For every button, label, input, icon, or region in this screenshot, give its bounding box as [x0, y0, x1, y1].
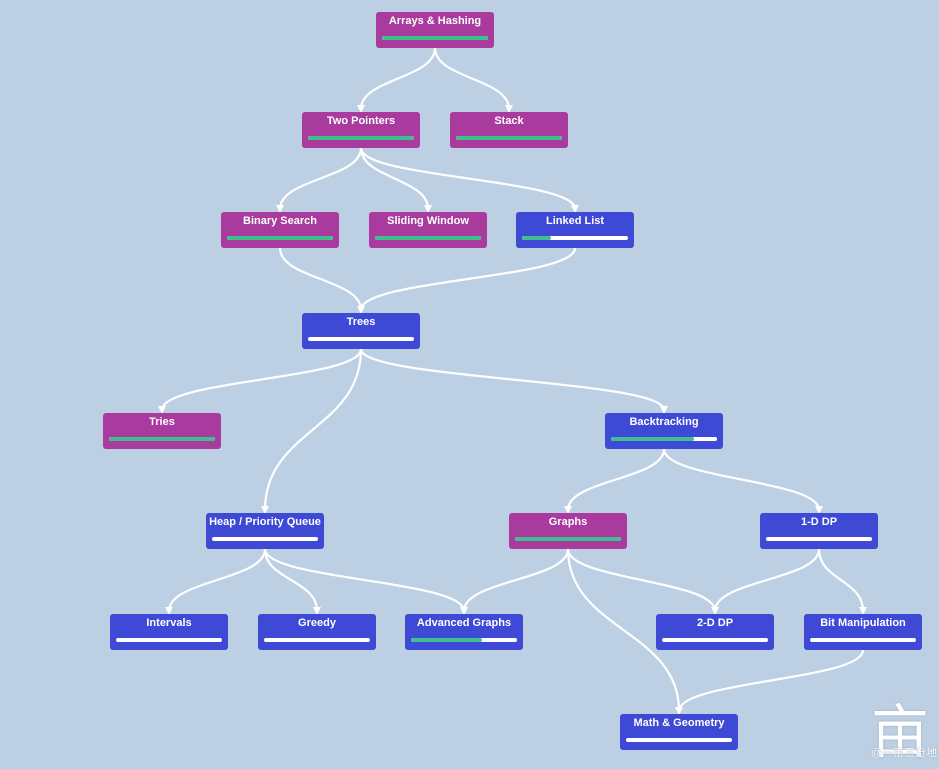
topic-node-sliding-window[interactable]: Sliding Window: [369, 212, 487, 248]
progress-bar: [308, 136, 414, 140]
topic-label: Arrays & Hashing: [388, 15, 482, 27]
edge-1d-dp-to-2d-dp: [711, 548, 821, 615]
progress-bar-fill: [382, 36, 488, 40]
progress-bar-fill: [375, 236, 481, 240]
watermark-text: @一亩三分地: [870, 747, 937, 759]
edge-binary-search-to-trees: [278, 247, 365, 314]
topic-node-bit-manipulation[interactable]: Bit Manipulation: [804, 614, 922, 650]
progress-bar-fill: [515, 537, 621, 541]
progress-bar-fill: [109, 437, 215, 441]
progress-bar: [662, 638, 768, 642]
topic-node-heap-priority-queue[interactable]: Heap / Priority Queue: [206, 513, 324, 549]
edge-arrays-hashing-to-two-pointers: [357, 47, 437, 113]
progress-bar: [212, 537, 318, 541]
edge-two-pointers-to-linked-list: [359, 147, 579, 213]
topic-label: Intervals: [146, 617, 192, 629]
topic-label: Greedy: [298, 617, 336, 629]
topic-node-backtracking[interactable]: Backtracking: [605, 413, 723, 449]
progress-bar-fill: [611, 437, 694, 441]
topic-label: Tries: [149, 416, 175, 428]
topic-label: Advanced Graphs: [416, 617, 512, 629]
edge-two-pointers-to-binary-search: [276, 147, 363, 213]
progress-bar: [264, 638, 370, 642]
edge-arrays-hashing-to-stack: [433, 47, 513, 113]
progress-bar: [456, 136, 562, 140]
topic-node-trees[interactable]: Trees: [302, 313, 420, 349]
edge-heap-priority-queue-to-advanced-graphs: [263, 548, 468, 615]
edge-bit-manipulation-to-math-geometry: [675, 649, 865, 715]
topic-node-stack[interactable]: Stack: [450, 112, 568, 148]
progress-bar-fill: [308, 136, 414, 140]
progress-bar-fill: [522, 236, 551, 240]
edge-trees-to-heap-priority-queue: [261, 348, 363, 514]
edge-trees-to-tries: [158, 348, 363, 414]
edge-heap-priority-queue-to-greedy: [263, 548, 321, 615]
edge-two-pointers-to-sliding-window: [359, 147, 432, 213]
topic-label: Stack: [494, 115, 524, 127]
topic-node-tries[interactable]: Tries: [103, 413, 221, 449]
edge-linked-list-to-trees: [357, 247, 577, 314]
progress-bar: [515, 537, 621, 541]
topic-node-2d-dp[interactable]: 2-D DP: [656, 614, 774, 650]
topic-node-greedy[interactable]: Greedy: [258, 614, 376, 650]
progress-bar: [411, 638, 517, 642]
edge-1d-dp-to-bit-manipulation: [817, 548, 867, 615]
progress-bar: [109, 437, 215, 441]
progress-bar: [611, 437, 717, 441]
progress-bar: [522, 236, 628, 240]
topic-label: Sliding Window: [387, 215, 469, 227]
topic-label: Backtracking: [629, 416, 699, 428]
topic-label: Bit Manipulation: [820, 617, 906, 629]
progress-bar: [375, 236, 481, 240]
progress-bar: [116, 638, 222, 642]
topic-node-arrays-hashing[interactable]: Arrays & Hashing: [376, 12, 494, 48]
topic-label: Linked List: [545, 215, 605, 227]
progress-bar: [308, 337, 414, 341]
edge-backtracking-to-graphs: [564, 448, 666, 514]
topic-node-two-pointers[interactable]: Two Pointers: [302, 112, 420, 148]
topic-label: 1-D DP: [800, 516, 838, 528]
edge-graphs-to-2d-dp: [566, 548, 719, 615]
topic-node-1d-dp[interactable]: 1-D DP: [760, 513, 878, 549]
progress-bar-fill: [456, 136, 562, 140]
topic-label: Trees: [346, 316, 376, 328]
edge-graphs-to-advanced-graphs: [460, 548, 570, 615]
topic-label: Heap / Priority Queue: [209, 516, 321, 528]
progress-bar: [810, 638, 916, 642]
edge-heap-priority-queue-to-intervals: [165, 548, 267, 615]
progress-bar: [766, 537, 872, 541]
watermark-logo: 亩 @一亩三分地: [857, 691, 937, 766]
progress-bar: [626, 738, 732, 742]
topic-label: Two Pointers: [326, 115, 396, 127]
progress-bar: [382, 36, 488, 40]
edge-backtracking-to-1d-dp: [662, 448, 823, 514]
topic-node-advanced-graphs[interactable]: Advanced Graphs: [405, 614, 523, 650]
watermark-glyph: 亩: [870, 698, 929, 766]
progress-bar: [227, 236, 333, 240]
topic-label: Math & Geometry: [633, 717, 725, 729]
topic-node-binary-search[interactable]: Binary Search: [221, 212, 339, 248]
progress-bar-fill: [227, 236, 333, 240]
edge-trees-to-backtracking: [359, 348, 668, 414]
topic-node-intervals[interactable]: Intervals: [110, 614, 228, 650]
topic-label: 2-D DP: [696, 617, 734, 629]
topic-node-graphs[interactable]: Graphs: [509, 513, 627, 549]
topic-label: Binary Search: [243, 215, 317, 227]
topic-label: Graphs: [548, 516, 588, 528]
edge-graphs-to-math-geometry: [566, 548, 683, 715]
topic-node-linked-list[interactable]: Linked List: [516, 212, 634, 248]
topic-node-math-geometry[interactable]: Math & Geometry: [620, 714, 738, 750]
progress-bar-fill: [411, 638, 483, 642]
